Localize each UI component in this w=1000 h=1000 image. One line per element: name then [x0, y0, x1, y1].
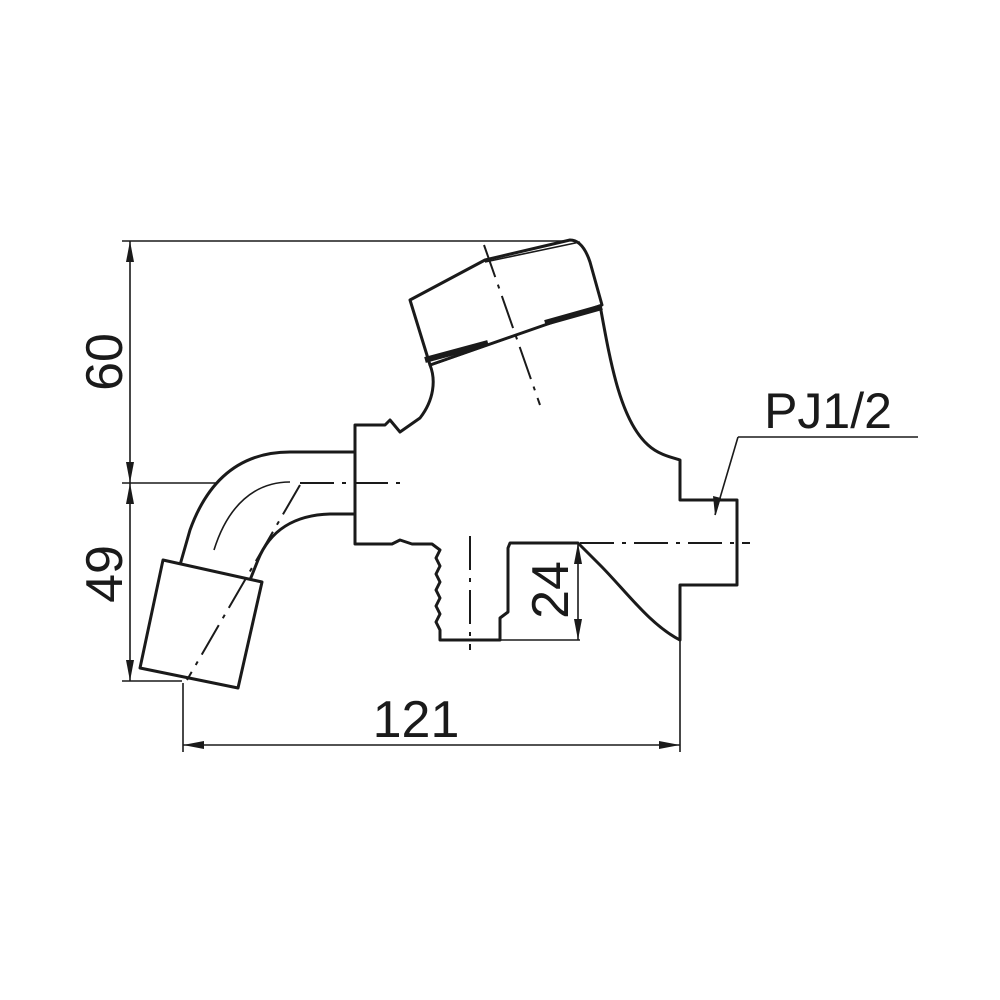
arrow-left-121: [183, 741, 204, 749]
aerator-center-line: [186, 484, 301, 681]
handle-band-left: [424, 340, 489, 363]
dim-label-121: 121: [373, 691, 460, 749]
arrow-down-24: [574, 619, 582, 640]
dimension-height-upper: 60: [76, 241, 134, 483]
handle-top-edge: [484, 241, 581, 263]
lever-handle: [408, 238, 604, 367]
dim-label-24: 24: [522, 561, 580, 619]
dim-label-49: 49: [76, 545, 134, 603]
thread-leader-arrow: [713, 496, 721, 515]
arrow-down-49: [126, 660, 134, 681]
arrow-down-60: [126, 462, 134, 483]
dim-label-60: 60: [76, 333, 134, 391]
thread-callout: PJ1/2: [713, 383, 918, 516]
handle-axis-center-line: [483, 244, 541, 406]
dimension-outlet-depth: 24: [522, 543, 582, 640]
dimension-height-lower: 49: [76, 483, 134, 681]
center-lines: [186, 244, 750, 681]
spout-pipe: [178, 450, 357, 582]
handle-band-right: [544, 304, 603, 326]
aerator-tip: [138, 558, 264, 690]
arrow-up-60: [126, 241, 134, 262]
arrow-up-24: [574, 543, 582, 564]
dimension-length: 121: [183, 691, 680, 749]
arrow-right-121: [659, 741, 680, 749]
arrow-up-49: [126, 483, 134, 504]
spout-inner-line: [213, 481, 291, 551]
thread-label: PJ1/2: [764, 383, 892, 439]
